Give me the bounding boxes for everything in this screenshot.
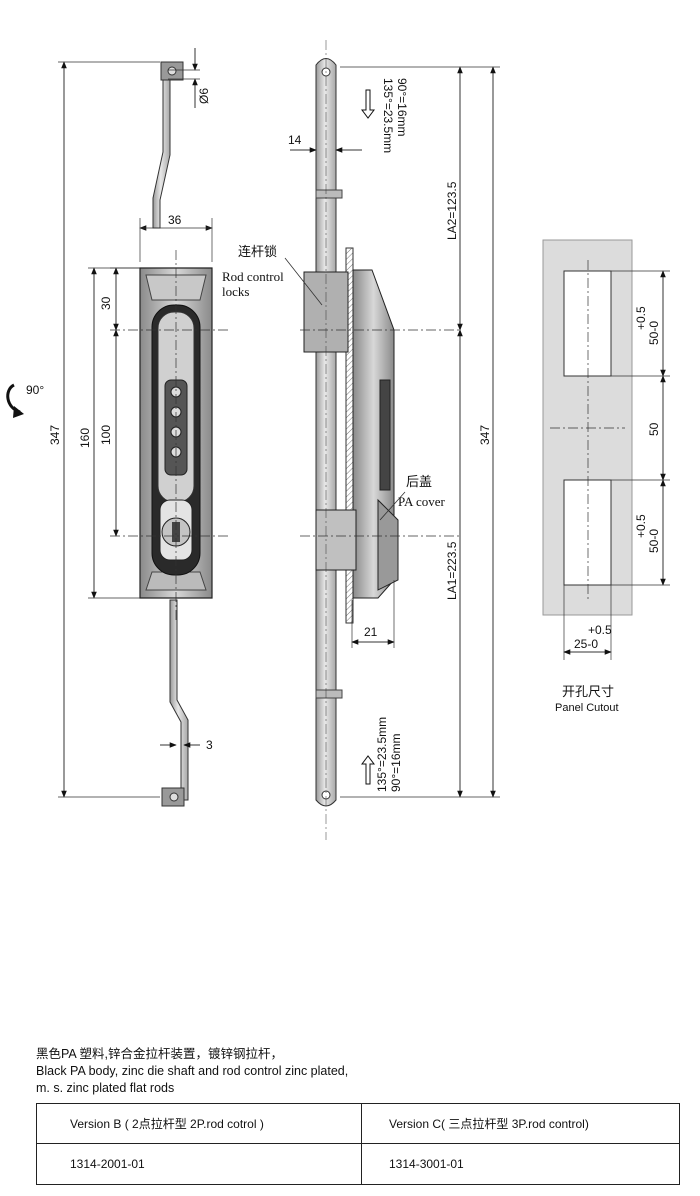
- dim-hole-diameter: Ø6: [197, 88, 211, 104]
- cutout-tol-top-sup: +0.5: [634, 306, 648, 330]
- dim-100: 100: [99, 425, 113, 445]
- cutout-width-sup: +0.5: [588, 623, 612, 637]
- arrow-down-icon: [361, 89, 375, 119]
- version-b-code: 1314-2001-01: [37, 1144, 362, 1184]
- version-code-row: 1314-2001-01 1314-3001-01: [37, 1144, 679, 1184]
- dim-14: 14: [288, 133, 302, 147]
- dim-la1: LA1=223.5: [445, 541, 459, 600]
- material-notes: 黑色PA 塑料,锌合金拉杆装置，镀锌钢拉杆， Black PA body, zi…: [36, 1046, 348, 1097]
- cutout-gap: 50: [647, 422, 661, 436]
- side-view: 14 347 LA2=123.5 LA1=223.5 21 90°=16mm 1…: [222, 40, 500, 840]
- stroke-top-90: 90°=16mm: [395, 78, 409, 137]
- dim-347-side: 347: [478, 425, 492, 445]
- note-line-en2: m. s. zinc plated flat rods: [36, 1081, 175, 1095]
- version-header-row: Version B ( 2点拉杆型 2P.rod cotrol ) Versio…: [37, 1104, 679, 1144]
- rod-lock-cn: 连杆锁: [238, 244, 277, 260]
- dim-rod-thickness: 3: [206, 738, 213, 752]
- arrow-up-icon: [361, 755, 375, 785]
- front-view: Ø6 36 30 100 160 347 3 90°: [6, 48, 230, 807]
- dim-la2: LA2=123.5: [445, 181, 459, 240]
- dim-160: 160: [78, 428, 92, 448]
- cutout-hole-bottom: [563, 479, 612, 586]
- cutout-hole-top: [563, 270, 612, 377]
- version-c-code: 1314-3001-01: [389, 1157, 464, 1171]
- front-top-rod: [152, 61, 171, 229]
- cutout-tol-bot-sup: +0.5: [634, 514, 648, 538]
- rod-lock-en2: locks: [222, 284, 249, 299]
- cutout-tol-bot-main: 50-0: [647, 529, 661, 553]
- stroke-bottom-90: 90°=16mm: [389, 734, 403, 793]
- cover-en: PA cover: [398, 494, 445, 509]
- rod-lock-en1: Rod control: [222, 269, 284, 284]
- note-line-cn: 黑色PA 塑料,锌合金拉杆装置，镀锌钢拉杆，: [36, 1047, 284, 1061]
- rotation-90-icon: 90°: [6, 383, 44, 418]
- dim-width-36: 36: [168, 213, 182, 227]
- cutout-title-cn: 开孔尺寸: [562, 685, 614, 700]
- cover-cn: 后盖: [406, 475, 432, 490]
- stroke-top-135: 135°=23.5mm: [381, 78, 395, 153]
- svg-text:90°: 90°: [26, 383, 44, 397]
- stroke-bottom-135: 135°=23.5mm: [375, 717, 389, 792]
- dim-30: 30: [99, 296, 113, 310]
- dim-21: 21: [364, 625, 378, 639]
- panel-cutout: +0.5 50-0 50 +0.5 50-0 +0.5 25-0 开孔尺寸 Pa…: [542, 239, 670, 714]
- version-b-label: Version B ( 2点拉杆型 2P.rod cotrol ): [37, 1104, 362, 1143]
- note-line-en1: Black PA body, zinc die shaft and rod co…: [36, 1064, 349, 1078]
- side-pa-cover: [315, 509, 357, 571]
- dim-347-front: 347: [48, 425, 62, 445]
- front-bottom-rod: [169, 599, 189, 801]
- cutout-title-en: Panel Cutout: [555, 702, 619, 714]
- cutout-width-main: 25-0: [574, 637, 598, 651]
- cutout-tol-top-main: 50-0: [647, 321, 661, 345]
- technical-drawing: Ø6 36 30 100 160 347 3 90°: [6, 40, 670, 840]
- version-c-label: Version C( 三点拉杆型 3P.rod control): [389, 1117, 589, 1131]
- version-table: Version B ( 2点拉杆型 2P.rod cotrol ) Versio…: [36, 1103, 680, 1185]
